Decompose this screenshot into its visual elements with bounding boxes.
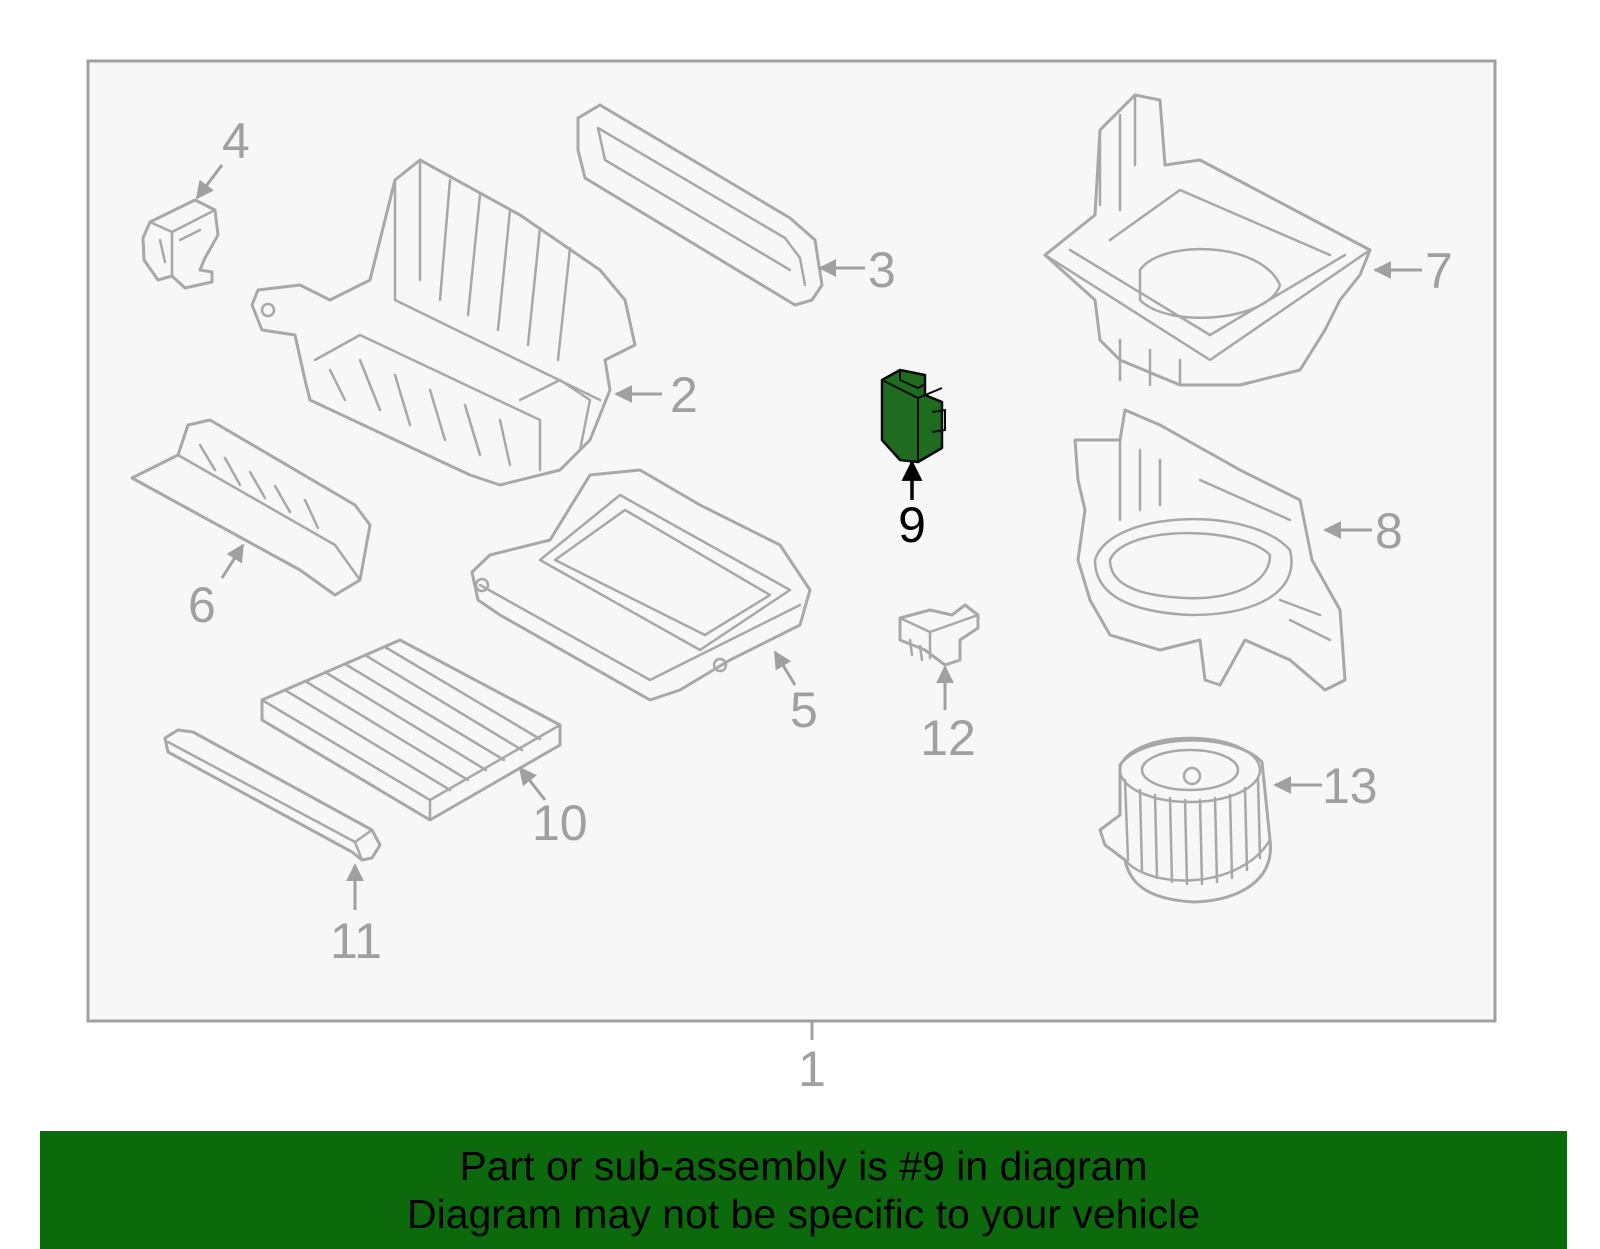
info-banner: Part or sub-assembly is #9 in diagram Di… xyxy=(40,1131,1567,1249)
part-9-highlighted-module[interactable] xyxy=(880,368,946,464)
callout-1: 1 xyxy=(798,1041,826,1097)
part-5-lower-case[interactable] xyxy=(470,468,812,702)
parts-diagram: 1 2 3 4 5 6 7 8 9 10 11 12 13 xyxy=(86,59,1497,1097)
banner-line-1: Part or sub-assembly is #9 in diagram xyxy=(459,1143,1148,1189)
banner-line-2: Diagram may not be specific to your vehi… xyxy=(406,1191,1200,1237)
callout-10: 10 xyxy=(532,795,588,851)
part-10-cabin-filter[interactable] xyxy=(260,638,562,822)
callout-7: 7 xyxy=(1425,243,1453,299)
part-3-filter-frame[interactable] xyxy=(576,103,824,307)
callout-11: 11 xyxy=(330,913,382,969)
part-12-sensor[interactable] xyxy=(898,603,980,667)
callout-5-leader xyxy=(773,650,797,686)
part-13-blower-motor[interactable] xyxy=(1098,736,1272,904)
part-8-lower-blower-case[interactable] xyxy=(1073,408,1347,692)
part-4-actuator[interactable] xyxy=(141,198,220,290)
part-7-upper-blower-case[interactable] xyxy=(1043,93,1372,387)
callout-6-leader xyxy=(220,543,245,579)
callout-4: 4 xyxy=(222,113,250,169)
callout-10-leader xyxy=(518,766,547,801)
callout-2: 2 xyxy=(670,367,698,423)
callout-8: 8 xyxy=(1375,503,1403,559)
callout-12: 12 xyxy=(920,710,976,766)
callout-13: 13 xyxy=(1322,758,1378,814)
part-11-strip[interactable] xyxy=(163,728,382,862)
part-2-upper-case[interactable] xyxy=(250,158,637,487)
part-6-duct[interactable] xyxy=(130,418,372,597)
callout-5: 5 xyxy=(790,682,818,738)
callout-9: 9 xyxy=(898,497,926,553)
callout-6: 6 xyxy=(188,577,216,633)
callout-3: 3 xyxy=(868,242,896,298)
callout-4-leader xyxy=(195,164,224,200)
